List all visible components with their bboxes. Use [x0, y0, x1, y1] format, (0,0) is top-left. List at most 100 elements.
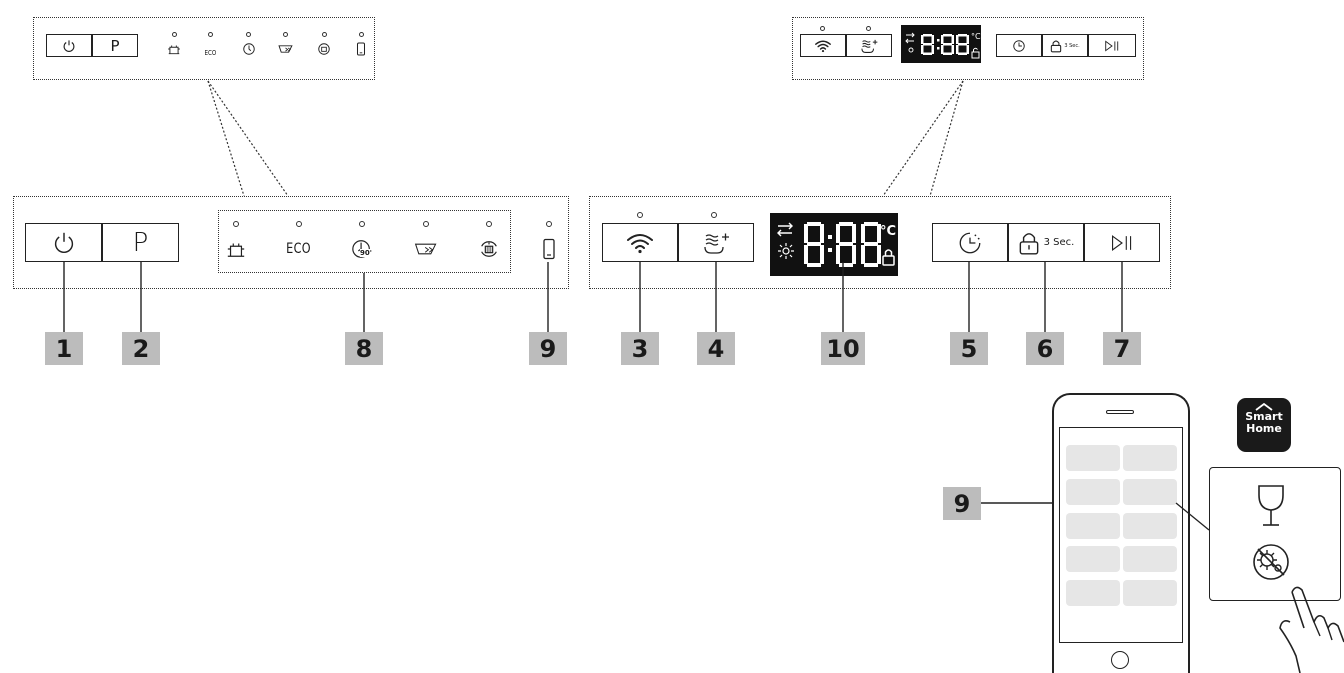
callout-9-phone: 9 [943, 487, 981, 520]
thumb-wifi-button[interactable] [800, 34, 846, 57]
thumb-display: °C [901, 25, 981, 63]
program-led [296, 221, 302, 227]
power-button[interactable] [25, 223, 102, 262]
left-thumbnail-panel [33, 17, 375, 80]
thumb-lock-button[interactable]: 3 Sec. [1042, 34, 1088, 57]
thumb-pot-icon [168, 45, 180, 55]
thumb-led [820, 26, 825, 31]
clock-icon [959, 232, 981, 253]
phone-speaker [1106, 410, 1134, 414]
delay-start-button[interactable] [932, 223, 1008, 262]
callout-9: 9 [529, 332, 567, 365]
wifi-icon [627, 233, 653, 253]
app-tile[interactable] [1066, 546, 1120, 572]
callout-4: 4 [697, 332, 735, 365]
thumb-program-button[interactable]: P [92, 34, 138, 57]
app-tile[interactable] [1066, 445, 1120, 471]
right-thumbnail-panel [792, 17, 1144, 80]
thumb-phone-icon [356, 42, 366, 56]
extra-dry-button[interactable] [678, 223, 754, 262]
glass-care-icon [414, 243, 437, 255]
lock-icon [1051, 40, 1062, 52]
thumb-led [322, 32, 327, 37]
power-icon [63, 39, 75, 52]
thumb-start-button[interactable] [1088, 34, 1136, 57]
wifi-led [637, 212, 643, 218]
start-pause-button[interactable] [1084, 223, 1160, 262]
phone-home-button[interactable] [1111, 651, 1129, 669]
phone-icon [543, 238, 555, 260]
smart-home-logo: Smart Home [1237, 398, 1291, 452]
play-pause-icon [1112, 234, 1132, 251]
app-tile[interactable] [1066, 479, 1120, 505]
clock-icon [1013, 39, 1025, 52]
callout-3: 3 [621, 332, 659, 365]
app-tile[interactable] [1123, 580, 1177, 606]
lock-icon [1019, 232, 1039, 255]
app-led [546, 221, 552, 227]
smart-home-line1: Smart [1245, 410, 1283, 423]
eco-label: ECO [286, 241, 312, 257]
smartphone [1052, 393, 1190, 673]
extra-dry-icon [704, 233, 729, 254]
thumb-glass-icon [278, 45, 293, 53]
program-led [486, 221, 492, 227]
app-tile-highlighted[interactable] [1123, 479, 1177, 505]
thumb-delay-button[interactable] [996, 34, 1042, 57]
thumb-power-button[interactable] [46, 34, 92, 57]
wine-glass-icon[interactable] [1255, 483, 1287, 529]
program-led [233, 221, 239, 227]
salt-icon [778, 243, 794, 259]
app-tile[interactable] [1123, 445, 1177, 471]
thumb-led [866, 26, 871, 31]
callout-6: 6 [1026, 332, 1064, 365]
callout-8: 8 [345, 332, 383, 365]
wifi-icon [815, 39, 831, 52]
thumb-extra-dry-button[interactable] [846, 34, 892, 57]
thumb-eco-label: ECO [204, 49, 216, 57]
callout-2: 2 [122, 332, 160, 365]
play-pause-icon [1105, 40, 1119, 51]
app-tile[interactable] [1123, 546, 1177, 572]
extra-dry-icon [861, 39, 878, 53]
quick-90-label: 90' [360, 249, 372, 257]
thumb-led [359, 32, 364, 37]
thumb-quick-icon [243, 43, 255, 55]
program-led [423, 221, 429, 227]
thumb-led [283, 32, 288, 37]
child-lock-button[interactable]: 3 Sec. [1008, 223, 1084, 262]
app-tile[interactable] [1066, 580, 1120, 606]
callout-5: 5 [950, 332, 988, 365]
phone-screen [1059, 427, 1183, 643]
program-led [359, 221, 365, 227]
child-lock-indicator-icon [882, 249, 895, 266]
lock-hint: 3 Sec. [1043, 237, 1075, 248]
display-unit: °C [880, 224, 896, 239]
program-led-group [218, 210, 511, 273]
app-tile[interactable] [1123, 513, 1177, 539]
program-button[interactable]: P [102, 223, 179, 262]
thumb-lock-hint: 3 Sec. [1064, 42, 1080, 49]
right-control-panel [589, 196, 1171, 289]
thumb-led [246, 32, 251, 37]
hand-pointer-icon [1279, 586, 1344, 673]
thumb-led [208, 32, 213, 37]
antibacterial-icon[interactable] [1250, 541, 1292, 583]
callout-1: 1 [45, 332, 83, 365]
digital-display: °C [770, 213, 898, 276]
callout-10: 10 [821, 332, 865, 365]
rinse-aid-icon [777, 222, 793, 237]
extra-dry-led [711, 212, 717, 218]
basket-wash-icon [481, 241, 497, 257]
intensive-pot-icon [227, 243, 245, 257]
callout-7: 7 [1103, 332, 1141, 365]
wifi-button[interactable] [602, 223, 678, 262]
smart-home-line2: Home [1246, 422, 1282, 435]
app-tile[interactable] [1066, 513, 1120, 539]
thumb-basket-icon [318, 43, 330, 55]
thumb-led [172, 32, 177, 37]
house-roof-icon [1255, 403, 1273, 411]
